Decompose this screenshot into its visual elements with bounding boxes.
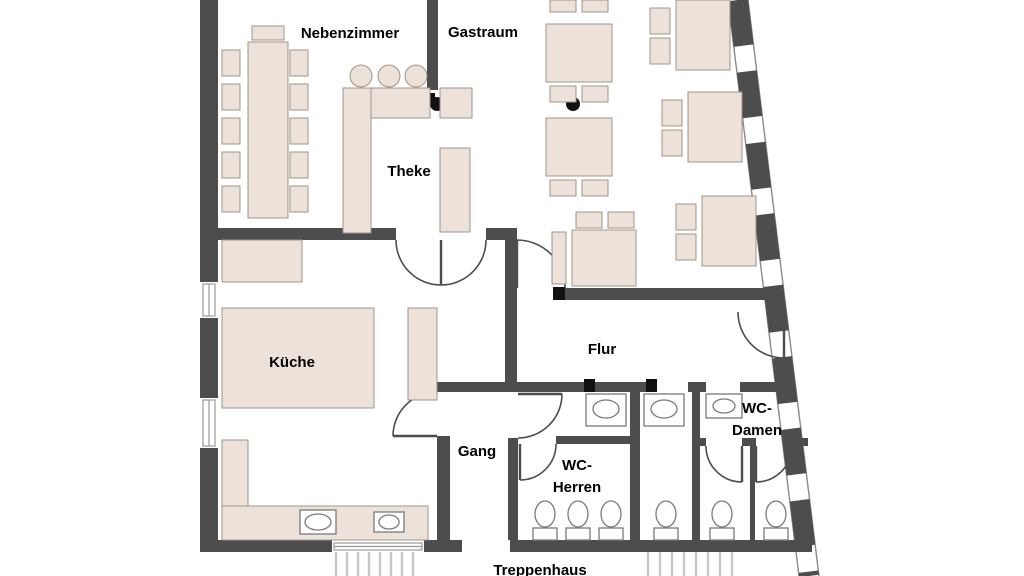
stairs — [334, 552, 734, 576]
room-label-gang: Gang — [457, 443, 497, 460]
wc-herren-line2: Herren — [552, 478, 602, 496]
room-label-treppenhaus: Treppenhaus — [493, 562, 587, 576]
wc-damen-line2: Damen — [731, 421, 783, 439]
doors — [392, 239, 793, 483]
room-label-kueche: Küche — [269, 354, 315, 371]
door-markers — [553, 287, 657, 392]
windows — [202, 283, 423, 551]
toilet — [598, 500, 624, 541]
toilet — [532, 500, 558, 541]
room-label-flur: Flur — [587, 341, 617, 358]
furniture-kueche — [221, 239, 438, 541]
room-label-theke: Theke — [387, 163, 431, 180]
room-label-gastraum: Gastraum — [447, 24, 519, 41]
room-label-wc-herren: WC- Herren — [553, 455, 601, 499]
toilet — [763, 500, 789, 541]
toilet — [709, 500, 735, 541]
wc-herren-line1: WC- — [561, 457, 592, 474]
wc-fixtures — [532, 393, 789, 541]
furniture-theke — [342, 64, 473, 234]
furniture-gastraum — [545, 0, 757, 287]
wc-damen-line1: WC- — [742, 400, 772, 417]
toilet — [653, 500, 679, 541]
room-label-wc-damen: WC- Damen — [732, 398, 782, 442]
walls — [200, 0, 812, 552]
toilet — [565, 500, 591, 541]
room-label-nebenzimmer: Nebenzimmer — [300, 25, 400, 42]
furniture-nebenzimmer — [221, 25, 309, 219]
